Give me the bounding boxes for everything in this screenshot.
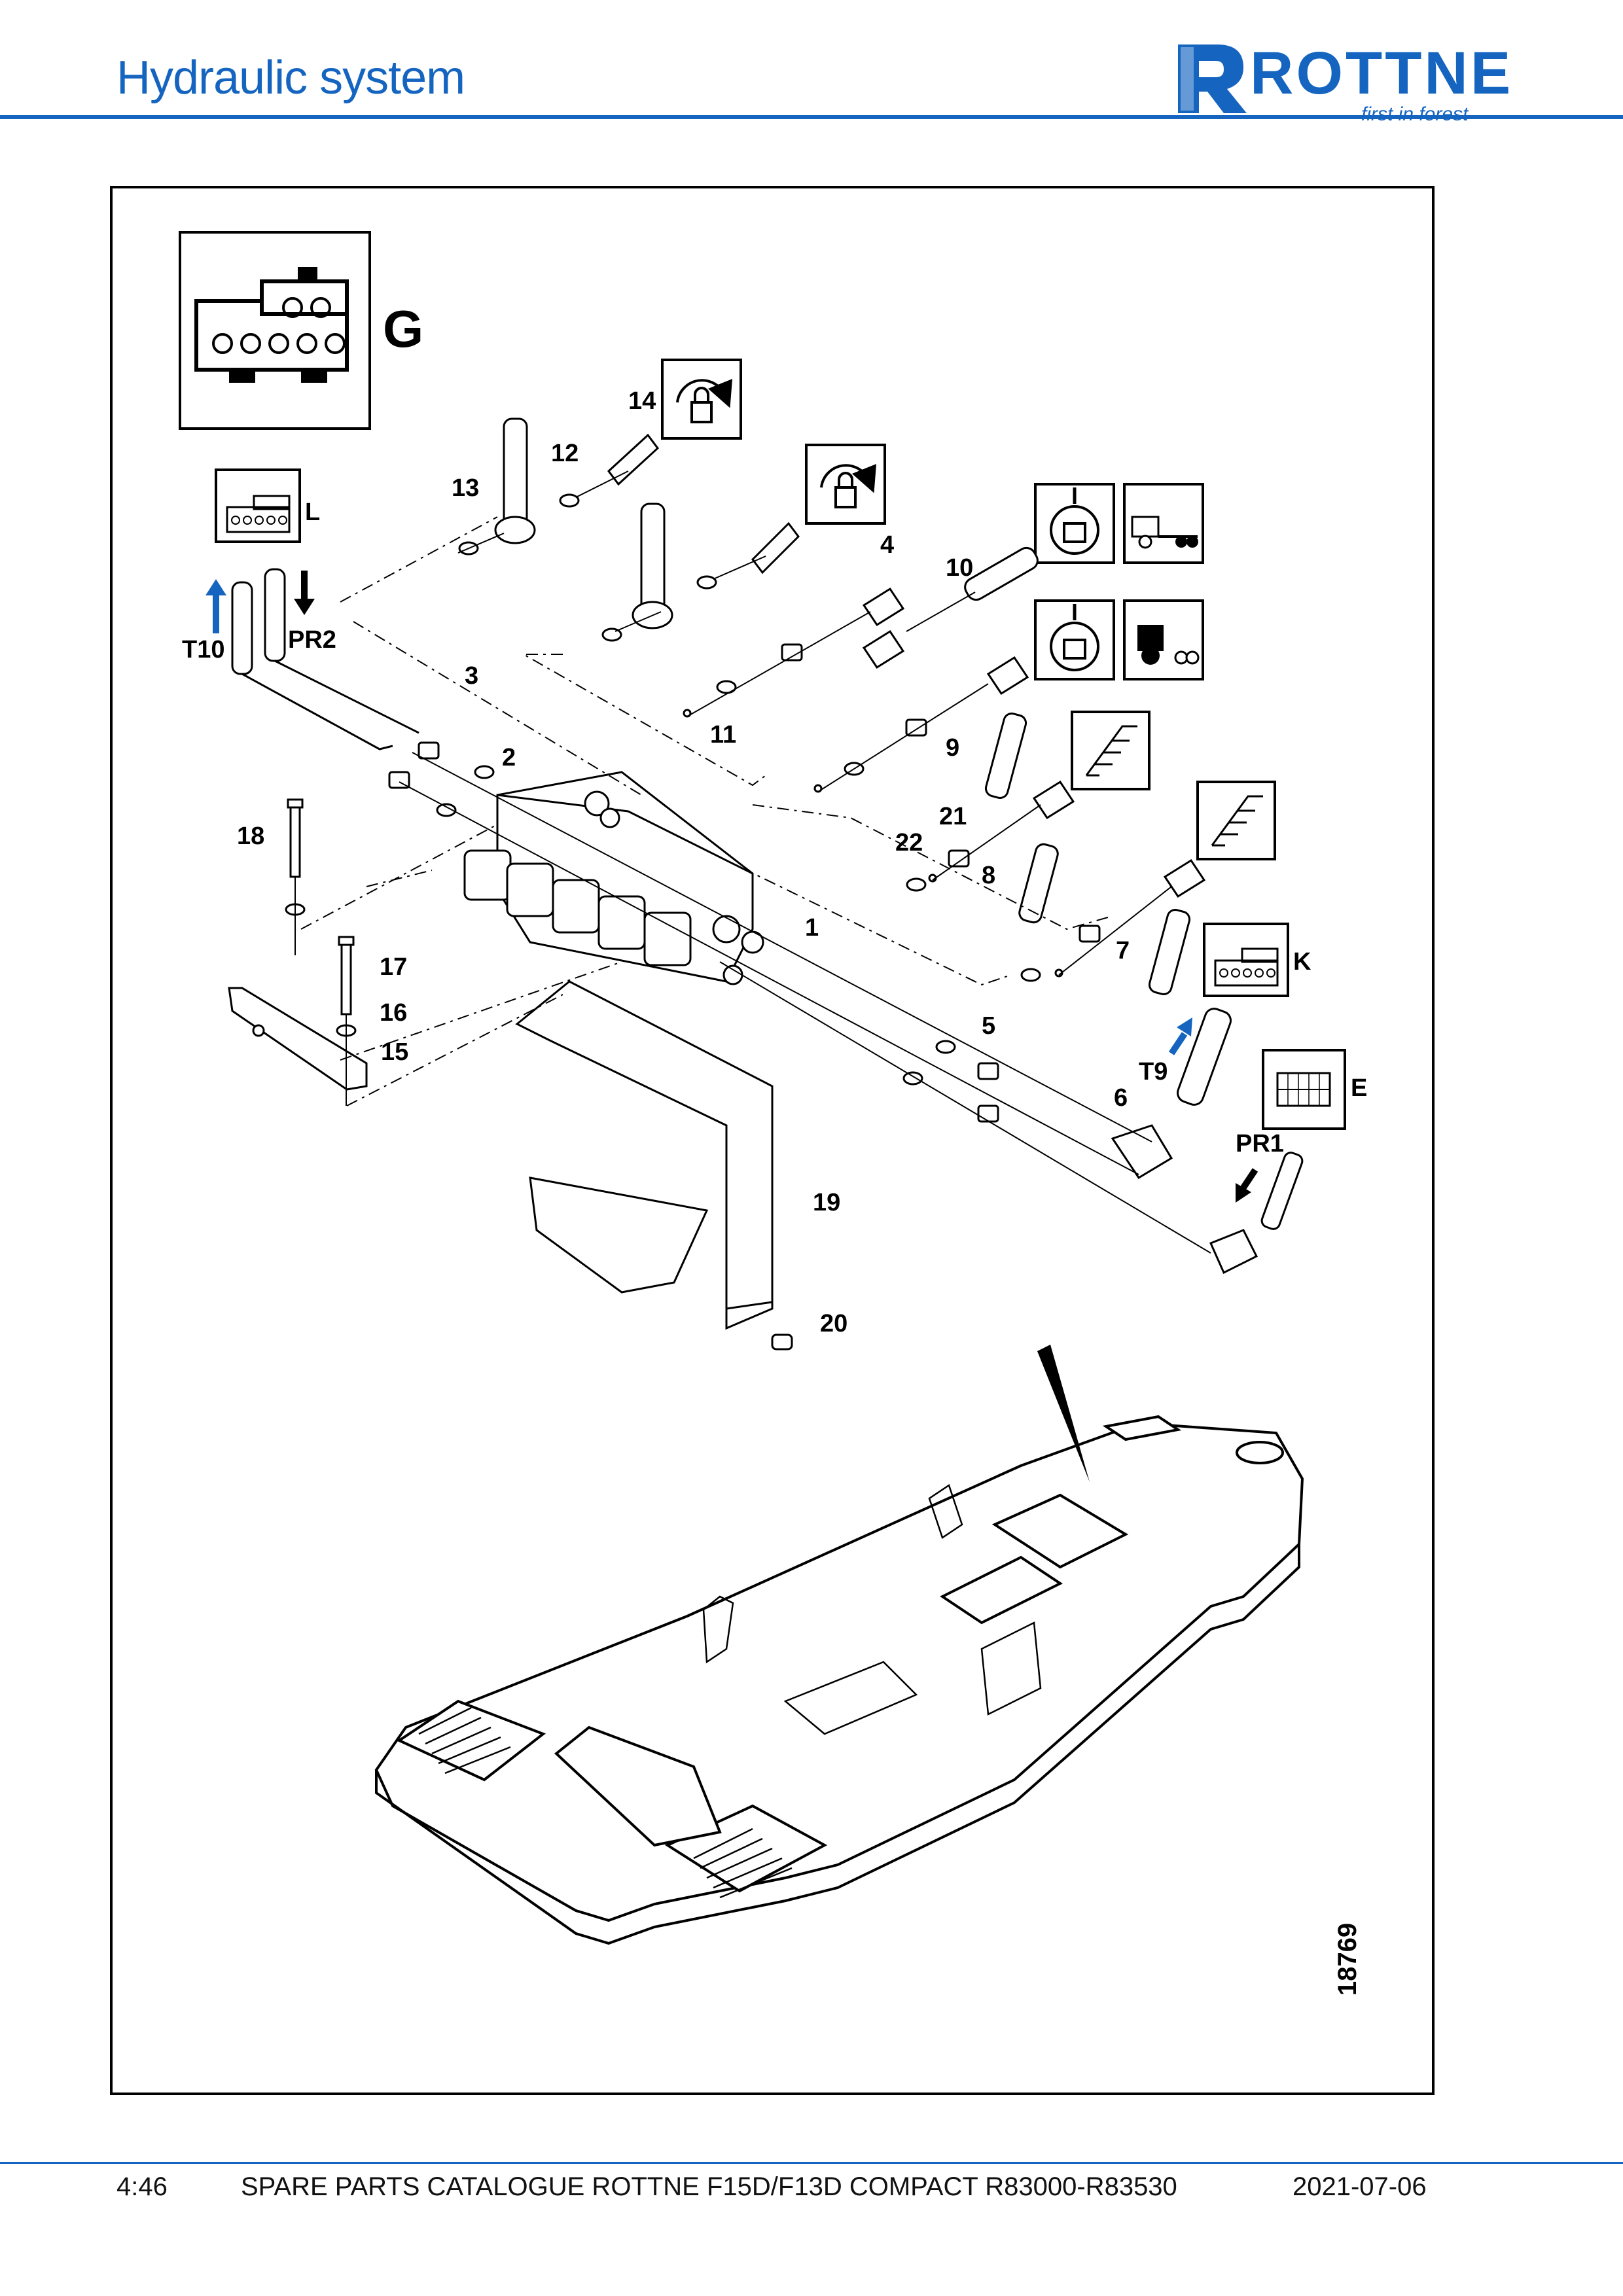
footer-date: 2021-07-06: [1293, 2172, 1427, 2201]
connector-k-icon: [1203, 923, 1289, 997]
callout-7: 7: [1116, 937, 1130, 964]
callout-6: 6: [1114, 1084, 1128, 1112]
brake-lock-icon: [1034, 599, 1115, 680]
callout-14: 14: [628, 387, 656, 415]
valve-block: [463, 771, 764, 985]
hydraulic-hoses: [231, 417, 1304, 1275]
callout-10: 10: [946, 554, 973, 582]
page-title: Hydraulic system: [116, 52, 465, 104]
ladder-icon: [1196, 781, 1276, 860]
figure-number: 18769: [1333, 1923, 1362, 1996]
connector-g-label: G: [383, 300, 423, 358]
callout-3: 3: [465, 662, 478, 690]
dashed-leaders: [300, 516, 1113, 1106]
callout-22: 22: [895, 829, 923, 857]
port-t9-label: T9: [1139, 1058, 1168, 1086]
ladder-icon: [1071, 711, 1150, 790]
machine-frame: [374, 1415, 1304, 1945]
flow-arrow-icon: [1168, 1017, 1192, 1055]
callout-9: 9: [946, 734, 959, 762]
callout-15: 15: [381, 1038, 408, 1066]
footer-page-number: 4:46: [116, 2172, 168, 2201]
footer-divider: [0, 2162, 1623, 2164]
callout-1: 1: [805, 914, 819, 942]
logo-wordmark: ROTTNE: [1250, 40, 1514, 107]
callout-16: 16: [380, 999, 407, 1027]
diagram-frame: [110, 186, 1435, 2095]
connector-k-label: K: [1293, 948, 1311, 976]
callout-12: 12: [551, 440, 579, 467]
rottne-emblem-icon: [1178, 44, 1247, 113]
mounting-plate: [228, 987, 368, 1091]
port-pr1-label: PR1: [1236, 1130, 1284, 1157]
callout-18: 18: [237, 822, 264, 850]
leader-lines: [294, 470, 1211, 1254]
callout-8: 8: [982, 862, 995, 889]
location-pointer-icon: [1037, 1345, 1090, 1482]
mounting-bracket: [515, 980, 774, 1330]
trailer-icon: [1123, 483, 1204, 564]
connector-e-label: E: [1351, 1074, 1367, 1102]
connector-l-icon: [215, 468, 301, 543]
port-t10-label: T10: [182, 636, 224, 663]
footer-catalogue-title: SPARE PARTS CATALOGUE ROTTNE F15D/F13D C…: [241, 2172, 1177, 2201]
callout-13: 13: [452, 474, 479, 502]
connector-l-label: L: [305, 499, 320, 526]
port-pr2-label: PR2: [288, 626, 336, 654]
callout-19: 19: [813, 1189, 840, 1216]
connector-e-icon: [1262, 1049, 1346, 1130]
brake-lock-icon: [1034, 483, 1115, 564]
flow-arrow-icon: [294, 571, 315, 615]
callout-labels: 1 2 3 4 5 6 7 8 9 10 11 12 13 14 15 16 1…: [237, 387, 1130, 1337]
flow-arrow-icon: [1236, 1168, 1258, 1203]
callout-11: 11: [710, 721, 736, 749]
rottne-logo: ROTTNE first in forest: [1171, 38, 1514, 125]
callout-20: 20: [820, 1310, 847, 1337]
tractor-icon: [1123, 599, 1204, 680]
header-divider: [0, 115, 1623, 119]
callout-5: 5: [982, 1012, 995, 1040]
rotation-lock-icon: [805, 444, 886, 525]
callout-21: 21: [939, 803, 967, 830]
callout-17: 17: [380, 953, 407, 981]
callout-4: 4: [880, 531, 894, 559]
flow-arrow-icon: [205, 579, 226, 633]
connector-g-icon: [179, 231, 371, 430]
frame-details: [418, 1484, 1042, 1899]
callout-2: 2: [502, 744, 516, 771]
logo-tagline: first in forest: [1361, 103, 1469, 125]
rotation-lock-icon: [661, 359, 742, 440]
